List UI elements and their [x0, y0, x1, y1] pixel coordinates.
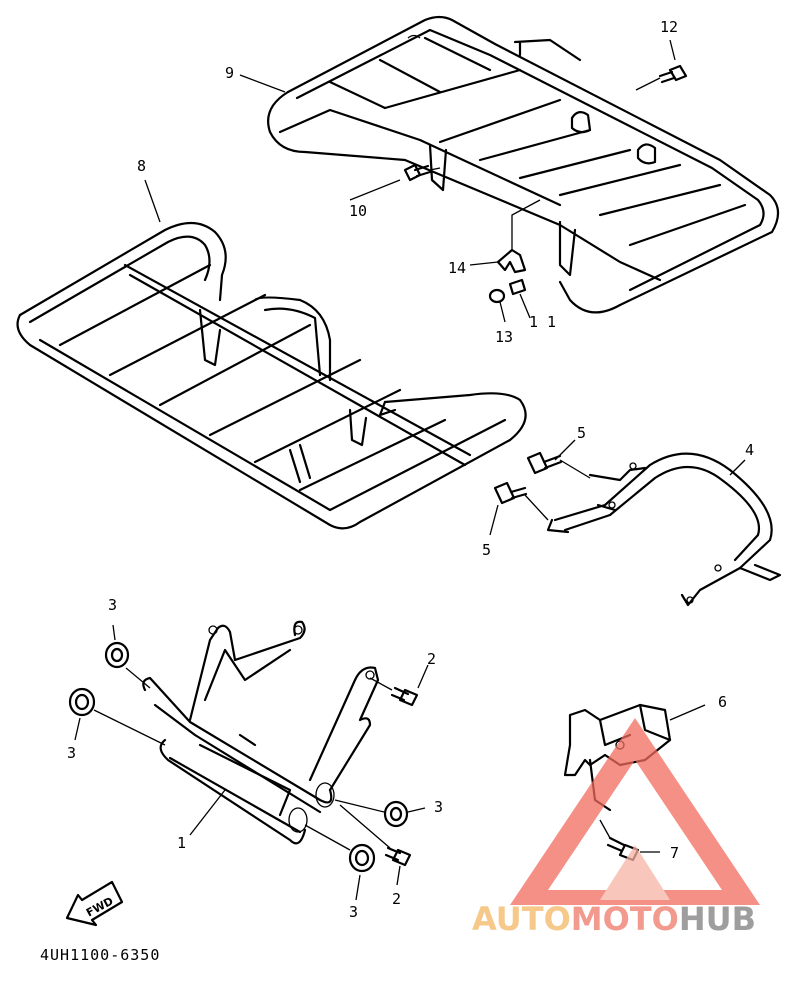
callout-2a: 2: [427, 650, 436, 668]
rear-carrier: [267, 15, 780, 314]
callout-3a: 3: [108, 596, 117, 614]
callout-6: 6: [718, 693, 727, 711]
bolts-5: [493, 451, 591, 521]
callout-3b: 3: [67, 744, 76, 762]
callout-12: 12: [660, 18, 678, 36]
callout-14: 14: [448, 259, 466, 277]
callout-8: 8: [137, 157, 146, 175]
small-hardware: [403, 64, 688, 304]
bracket-4: [546, 452, 782, 607]
callout-10: 10: [349, 202, 367, 220]
bolts-2: [339, 677, 419, 867]
callout-5a: 5: [577, 424, 586, 442]
bumper-1: [142, 620, 380, 845]
fwd-arrow: FWD: [65, 880, 124, 927]
callout-3d: 3: [349, 903, 358, 921]
callout-5b: 5: [482, 541, 491, 559]
callout-numbers: 9 8 12 10 14 13 1 1 4 5 5 3 3 2 6 3 1 7 …: [67, 18, 754, 921]
callout-4: 4: [745, 441, 754, 459]
callout-3c: 3: [434, 798, 443, 816]
leader-lines: [74, 39, 746, 901]
watermark-text: AUTOMOTOHUB: [472, 900, 756, 938]
callout-9: 9: [225, 64, 234, 82]
watermark-triangle-icon: [510, 718, 760, 905]
callout-11: 1 1: [529, 313, 556, 331]
part-code: 4UH1100-6350: [40, 946, 160, 964]
callout-7: 7: [670, 844, 679, 862]
watermark: [510, 718, 760, 905]
grommets-3: [68, 641, 409, 873]
callout-1: 1: [177, 834, 186, 852]
callout-13: 13: [495, 328, 513, 346]
callout-2b: 2: [392, 890, 401, 908]
front-carrier: [16, 221, 527, 530]
